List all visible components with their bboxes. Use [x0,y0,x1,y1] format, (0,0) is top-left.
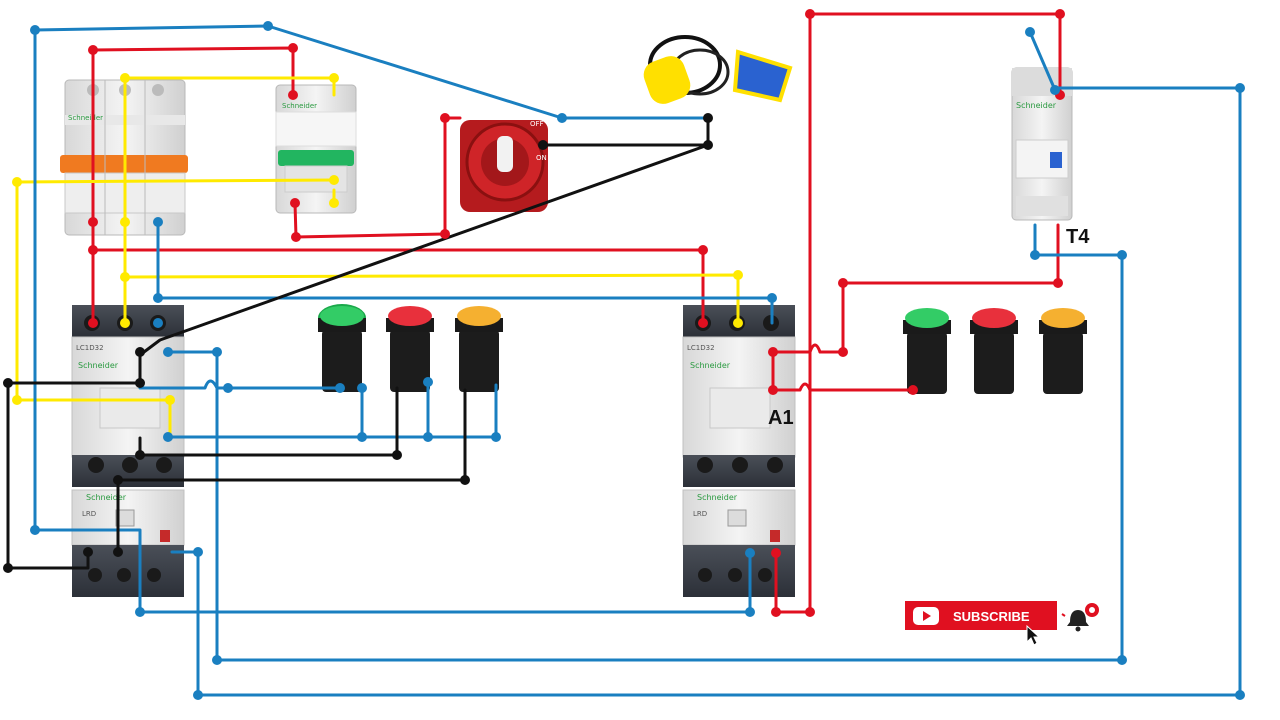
pilot-lamp-red-right [970,308,1018,394]
cursor-icon [1026,624,1041,646]
youtube-icon [913,607,939,625]
svg-text:Schneider: Schneider [86,493,127,502]
svg-text:Schneider: Schneider [282,102,317,110]
overload-relay-right: Schneider LRD [682,489,796,597]
rccb-right: Schneider [1011,67,1073,221]
overload-relay-left: Schneider LRD [71,489,185,597]
switch-on-label: ON [536,154,547,162]
contactor-a1-label: A1 [768,407,794,429]
two-pole-rcbo: Schneider [275,84,357,214]
wire-nodes [3,9,1245,700]
bell-icon[interactable] [1061,603,1099,632]
svg-text:Schneider: Schneider [690,361,731,370]
svg-text:LC1D32: LC1D32 [687,344,715,352]
subscribe-button[interactable]: SUBSCRIBE [905,601,1057,630]
pilot-lamp-amber-left [455,306,503,392]
contactor-right: LC1D32 Schneider [682,305,796,487]
svg-text:Schneider: Schneider [78,361,119,370]
svg-text:Schneider: Schneider [1016,101,1057,110]
svg-text:LRD: LRD [82,510,96,518]
svg-text:LRD: LRD [693,510,707,518]
float-switch-icon [643,35,793,104]
pilot-lamp-green-left [318,304,366,392]
pilot-lamp-green-right [903,308,951,394]
switch-off-label: OFF [530,120,544,128]
contactor-model-label: LC1D32 [76,344,104,352]
pilot-lamp-amber-right [1039,308,1087,394]
subscribe-label: SUBSCRIBE [953,609,1030,624]
rotary-switch-icon: OFF ON [460,120,548,212]
rccb-t4-label: T4 [1066,226,1090,248]
pilot-lamp-red-left [386,306,434,392]
brand-label: Schneider [68,114,103,122]
svg-text:Schneider: Schneider [697,493,738,502]
